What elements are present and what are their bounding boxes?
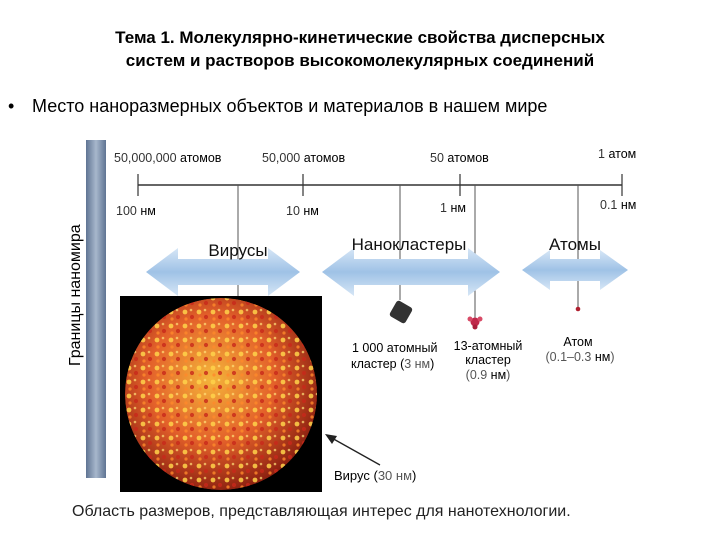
tick-size: 1 нм (440, 201, 466, 215)
cluster1000-label-line2: кластер (3 нм) (351, 357, 434, 371)
nanoworld-boundary-bar (86, 140, 106, 478)
tick-atoms: 1 атом (598, 147, 636, 161)
tick-size: 0.1 нм (600, 198, 636, 212)
tick-atoms: 50 атомов (430, 151, 489, 165)
viruses-range-arrow (146, 248, 300, 296)
tick-atoms: 50,000,000 атомов (114, 151, 222, 165)
cluster13-shape (467, 316, 483, 330)
tick-size: 10 нм (286, 204, 319, 218)
cluster13-label-line1: 13-атомный (454, 339, 523, 353)
slide-title-line-2: систем и растворов высокомолекулярных со… (125, 51, 595, 70)
cluster13-label-line3: (0.9 нм) (466, 368, 511, 382)
scale-tick: 50 атомов 1 нм (430, 151, 489, 215)
bullet-dot: • (8, 96, 15, 116)
slide-title-line-1: Тема 1. Молекулярно-кинетические свойств… (115, 28, 605, 47)
category-label-nanoclusters: Нанокластеры (352, 235, 467, 254)
scale-tick: 50,000 атомов 10 нм (262, 151, 345, 218)
cluster1000-shape (389, 300, 413, 324)
tick-atoms: 50,000 атомов (262, 151, 345, 165)
boundary-label: Границы наномира (67, 224, 84, 366)
virus-callout-arrowhead (325, 434, 337, 444)
category-label-atoms: Атомы (549, 235, 601, 254)
nanoclusters-range-arrow (322, 248, 500, 296)
diagram-caption: Область размеров, представляющая интерес… (72, 503, 571, 520)
tick-size: 100 нм (116, 204, 156, 218)
virus-callout-line (329, 436, 381, 466)
scale-tick: 50,000,000 атомов 100 нм (114, 151, 222, 218)
cluster13-label-line2: кластер (465, 353, 511, 367)
atoms-range-arrow (522, 250, 628, 290)
bullet-item: • Место наноразмерных объектов и материал… (8, 96, 547, 117)
atom-dot (575, 306, 581, 312)
slide-title: Тема 1. Молекулярно-кинетические свойств… (0, 26, 720, 72)
atom-label-line1: Атом (563, 335, 592, 349)
category-label-viruses: Вирусы (208, 241, 267, 260)
virus-label: Вирус (30 нм) (334, 468, 416, 483)
atom-label-line2: (0.1–0.3 нм) (545, 350, 614, 364)
virus-image (125, 298, 317, 490)
bullet-text: Место наноразмерных объектов и материало… (32, 96, 548, 116)
cluster1000-label-line1: 1 000 атомный (352, 341, 437, 355)
scale-tick: 1 атом 0.1 нм (598, 147, 636, 212)
